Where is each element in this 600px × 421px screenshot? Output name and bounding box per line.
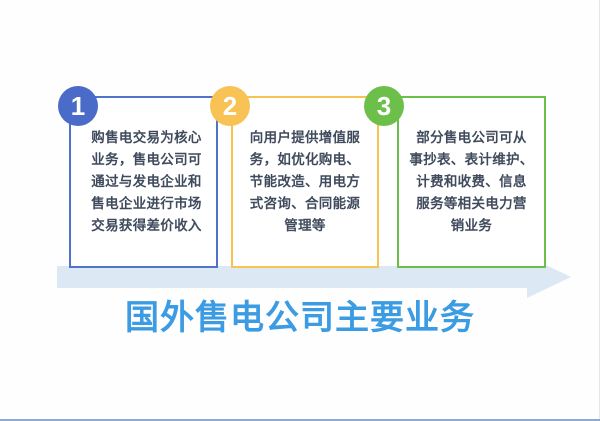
slide-bottom-border — [0, 419, 600, 421]
timeline-arrow-body — [57, 266, 527, 288]
step-3-number-badge: 3 — [364, 86, 404, 126]
step-1-box: 购售电交易为核心 业务，售电公司可 通过与发电企业和 售电企业进行市场 交易获得… — [69, 96, 218, 268]
step-3-line: 销业务 — [450, 218, 493, 234]
step-1-line: 售电企业进行市场 — [91, 196, 202, 212]
step-3-line: 服务等相关电力营 — [416, 196, 527, 212]
step-1-line: 通过与发电企业和 — [91, 174, 202, 190]
step-1-line: 购售电交易为核心 — [91, 130, 202, 146]
step-3-box: 部分售电公司可从 事抄表、表计维护、 计费和收费、信息 服务等相关电力营 销业务 — [397, 96, 546, 268]
step-2-line: 节能改造、用电方 — [249, 174, 361, 190]
step-2-line: 管理等 — [284, 218, 326, 234]
step-1-text: 购售电交易为核心 业务，售电公司可 通过与发电企业和 售电企业进行市场 交易获得… — [85, 127, 201, 237]
step-2-text: 向用户提供增值服 务，如优化购电、 节能改造、用电方 式咨询、合同能源 管理等 — [250, 127, 360, 237]
step-3-line: 计费和收费、信息 — [416, 174, 527, 190]
step-1-number-badge: 1 — [58, 86, 98, 126]
diagram-title: 国外售电公司主要业务 — [125, 298, 475, 338]
step-2-line: 向用户提供增值服 — [249, 130, 361, 146]
step-2-number-badge: 2 — [210, 86, 250, 126]
step-1-line: 业务，售电公司可 — [91, 152, 202, 168]
step-3-line: 部分售电公司可从 — [416, 130, 527, 146]
step-3-text: 部分售电公司可从 事抄表、表计维护、 计费和收费、信息 服务等相关电力营 销业务 — [409, 127, 533, 237]
step-3-line: 事抄表、表计维护、 — [409, 152, 534, 168]
step-2-box: 向用户提供增值服 务，如优化购电、 节能改造、用电方 式咨询、合同能源 管理等 — [231, 96, 379, 268]
step-2-line: 务，如优化购电、 — [249, 152, 361, 168]
step-2-line: 式咨询、合同能源 — [249, 196, 361, 212]
step-1-line: 交易获得差价收入 — [91, 218, 202, 234]
